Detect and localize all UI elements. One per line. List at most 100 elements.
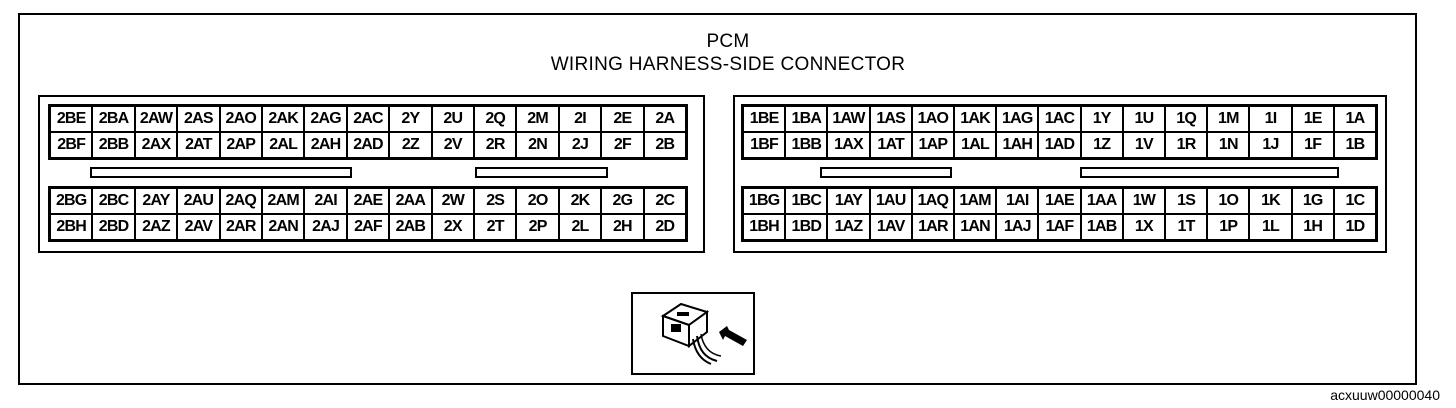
pin-1aa: 1AA: [1080, 188, 1123, 214]
pin-2a: 2A: [643, 106, 686, 132]
harness-connector-insert-icon: [660, 302, 747, 365]
pin-1ay: 1AY: [827, 188, 870, 214]
pin-1i: 1I: [1249, 106, 1292, 132]
pin-1ab: 1AB: [1080, 214, 1123, 240]
pin-1aq: 1AQ: [911, 188, 954, 214]
pin-2bg: 2BG: [50, 188, 93, 214]
pin-2q: 2Q: [474, 106, 517, 132]
pin-2av: 2AV: [177, 214, 220, 240]
pin-1bd: 1BD: [785, 214, 828, 240]
pin-2w: 2W: [431, 188, 474, 214]
pin-1ao: 1AO: [911, 106, 954, 132]
pin-1an: 1AN: [954, 214, 997, 240]
pin-2ax: 2AX: [134, 132, 178, 158]
connector-2-key-right: [475, 167, 608, 178]
pin-1b: 1B: [1333, 132, 1376, 158]
pin-1p: 1P: [1207, 214, 1250, 240]
pin-2at: 2AT: [177, 132, 220, 158]
pin-1a: 1A: [1333, 106, 1376, 132]
pin-2y: 2Y: [389, 106, 432, 132]
pin-1k: 1K: [1249, 188, 1292, 214]
pin-1x: 1X: [1122, 214, 1165, 240]
pin-2am: 2AM: [262, 188, 305, 214]
pin-1ax: 1AX: [827, 132, 870, 158]
pin-1r: 1R: [1165, 132, 1208, 158]
pin-1ah: 1AH: [996, 132, 1039, 158]
pin-2ay: 2AY: [134, 188, 178, 214]
pin-2bb: 2BB: [92, 132, 135, 158]
pin-1ap: 1AP: [911, 132, 954, 158]
pin-1d: 1D: [1333, 214, 1376, 240]
pin-1v: 1V: [1122, 132, 1165, 158]
pin-2bf: 2BF: [50, 132, 93, 158]
pin-1aw: 1AW: [827, 106, 870, 132]
pin-1z: 1Z: [1080, 132, 1123, 158]
pin-1as: 1AS: [869, 106, 912, 132]
pin-2z: 2Z: [389, 132, 432, 158]
pin-1ag: 1AG: [996, 106, 1039, 132]
pin-2h: 2H: [601, 214, 644, 240]
pin-2az: 2AZ: [134, 214, 178, 240]
pin-1n: 1N: [1207, 132, 1250, 158]
pin-2as: 2AS: [177, 106, 220, 132]
pin-1h: 1H: [1291, 214, 1334, 240]
pin-2bc: 2BC: [92, 188, 135, 214]
pin-2au: 2AU: [177, 188, 220, 214]
diagram-frame: [18, 13, 1417, 385]
figure-code: acxuuw00000040: [1330, 387, 1440, 403]
pin-2an: 2AN: [262, 214, 305, 240]
pin-1bf: 1BF: [743, 132, 786, 158]
pin-2s: 2S: [474, 188, 517, 214]
pin-2al: 2AL: [262, 132, 305, 158]
pin-1m: 1M: [1207, 106, 1250, 132]
icon-box: [631, 292, 755, 375]
pin-1w: 1W: [1122, 188, 1165, 214]
pin-2j: 2J: [558, 132, 602, 158]
pin-2be: 2BE: [50, 106, 93, 132]
pin-1q: 1Q: [1165, 106, 1208, 132]
pin-2g: 2G: [601, 188, 644, 214]
pin-1aj: 1AJ: [996, 214, 1039, 240]
pin-2aj: 2AJ: [304, 214, 347, 240]
pin-2ag: 2AG: [304, 106, 347, 132]
pin-2ai: 2AI: [304, 188, 347, 214]
pin-1j: 1J: [1249, 132, 1292, 158]
pin-2ae: 2AE: [346, 188, 390, 214]
pin-1ae: 1AE: [1038, 188, 1081, 214]
pin-2c: 2C: [643, 188, 686, 214]
pin-2i: 2I: [558, 106, 602, 132]
pin-1at: 1AT: [869, 132, 912, 158]
pin-2ak: 2AK: [262, 106, 305, 132]
pin-1s: 1S: [1165, 188, 1208, 214]
diagram-title: PCM: [706, 31, 750, 52]
pin-1be: 1BE: [743, 106, 786, 132]
pin-1e: 1E: [1291, 106, 1334, 132]
connector-2-key-left: [90, 167, 352, 178]
pin-2x: 2X: [431, 214, 474, 240]
pin-1au: 1AU: [869, 188, 912, 214]
pin-1c: 1C: [1333, 188, 1376, 214]
pin-2o: 2O: [516, 188, 559, 214]
pin-2l: 2L: [558, 214, 602, 240]
pin-1bc: 1BC: [785, 188, 828, 214]
pin-1u: 1U: [1122, 106, 1165, 132]
pin-2ad: 2AD: [346, 132, 390, 158]
connector-1-key-right: [1080, 167, 1339, 178]
pin-2u: 2U: [431, 106, 474, 132]
pin-2ar: 2AR: [219, 214, 262, 240]
pin-2t: 2T: [474, 214, 517, 240]
pin-1l: 1L: [1249, 214, 1292, 240]
pin-2p: 2P: [516, 214, 559, 240]
pin-1ar: 1AR: [911, 214, 954, 240]
pin-1av: 1AV: [869, 214, 912, 240]
pin-1bb: 1BB: [785, 132, 828, 158]
pin-2ba: 2BA: [92, 106, 135, 132]
pin-2n: 2N: [516, 132, 559, 158]
pin-2af: 2AF: [346, 214, 390, 240]
pin-1f: 1F: [1291, 132, 1334, 158]
pin-2ah: 2AH: [304, 132, 347, 158]
pin-2ap: 2AP: [219, 132, 262, 158]
pin-2bh: 2BH: [50, 214, 93, 240]
